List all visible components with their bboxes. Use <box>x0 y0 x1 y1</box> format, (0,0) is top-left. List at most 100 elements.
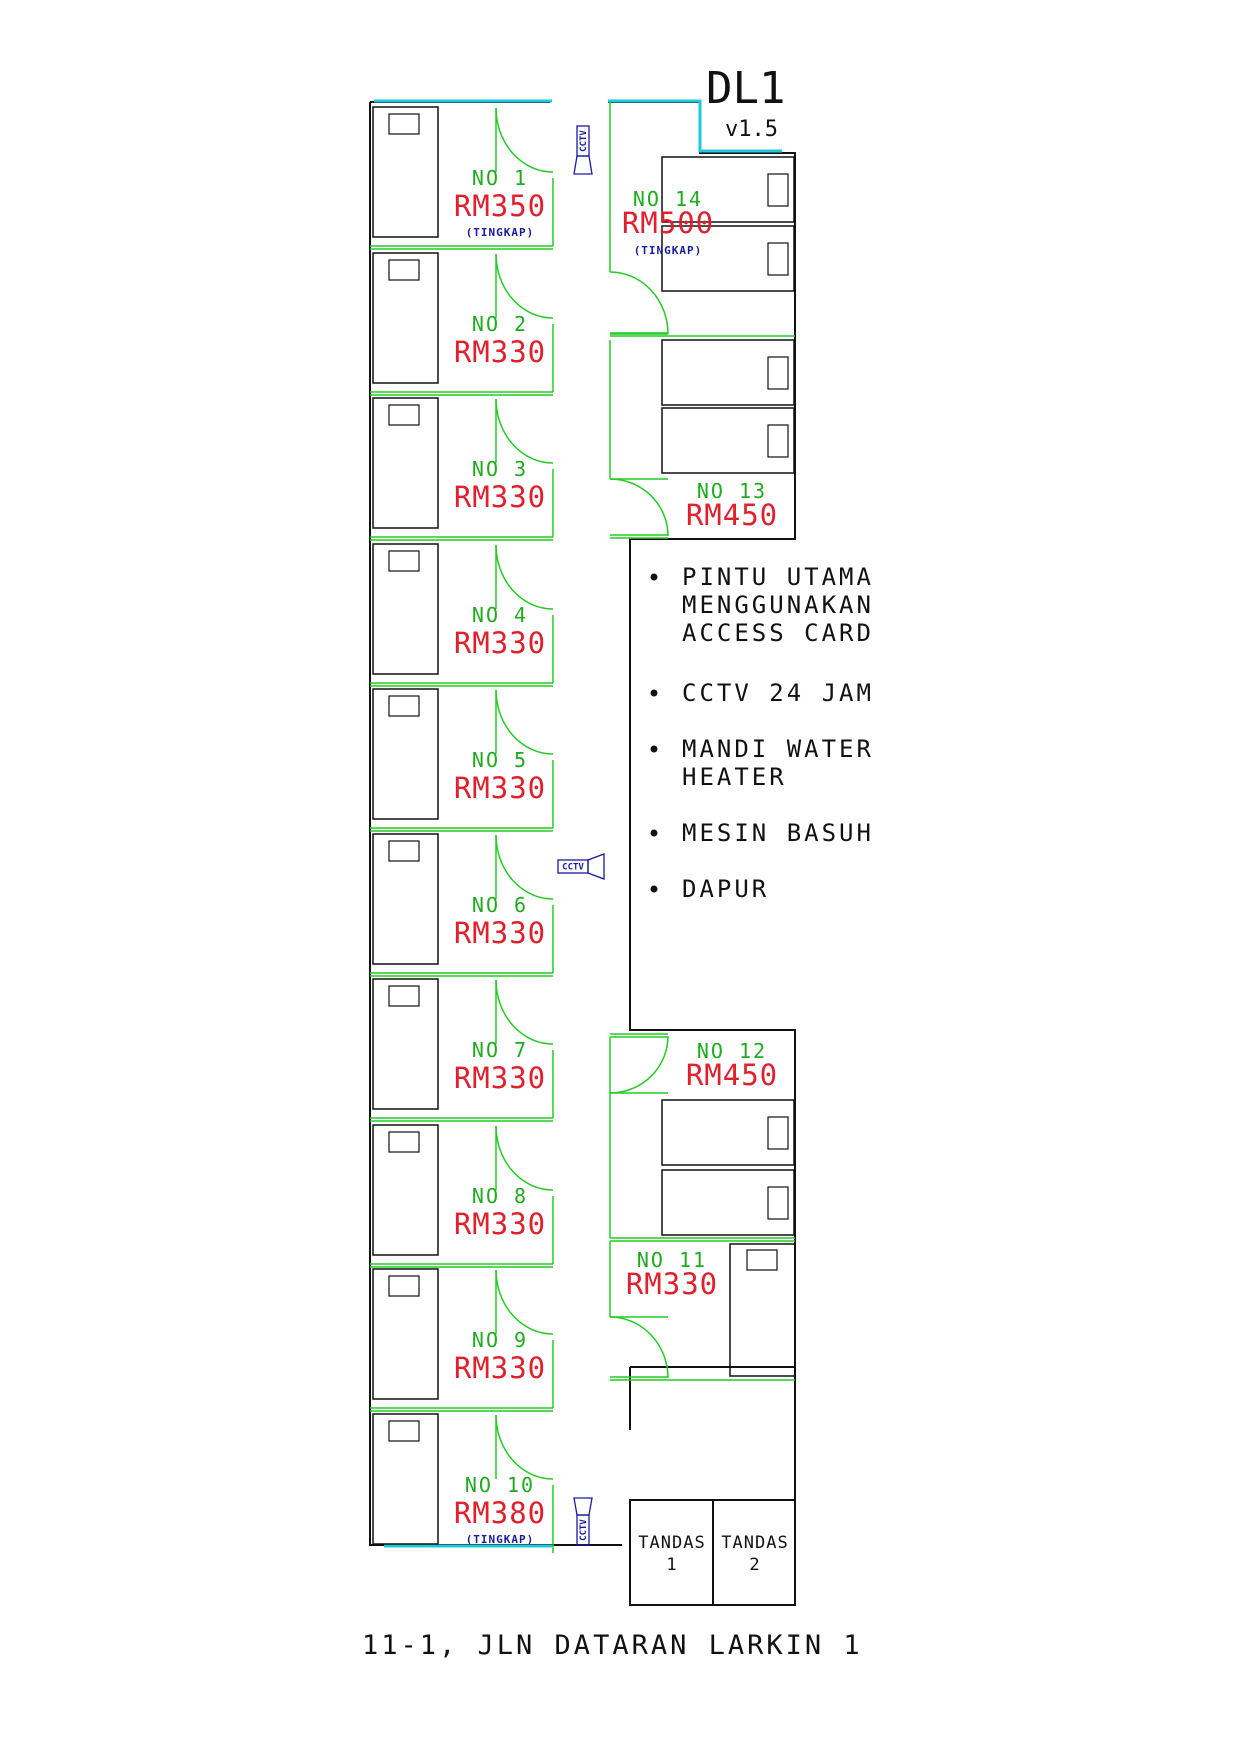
plan-version: v1.5 <box>725 117 778 142</box>
pillow <box>388 985 420 1007</box>
bed <box>661 156 795 223</box>
bed <box>372 1413 439 1545</box>
door-swing <box>495 979 554 1045</box>
room-number: NO 2 <box>472 312 528 336</box>
door-swing <box>495 1125 554 1191</box>
pillow <box>767 424 789 458</box>
room-price: RM500 <box>622 206 714 240</box>
room-price: RM330 <box>454 916 546 950</box>
door-swing <box>609 271 669 335</box>
bed <box>661 1169 795 1236</box>
bed <box>661 1099 795 1166</box>
feature-text: ACCESS CARD <box>682 619 874 647</box>
room-price: RM450 <box>686 498 778 532</box>
pillow <box>388 259 420 281</box>
cctv-camera-icon: CCTV <box>573 125 593 175</box>
room-price: RM330 <box>626 1267 718 1301</box>
cctv-label: CCTV <box>562 863 584 873</box>
room-number: NO 10 <box>465 1473 535 1497</box>
feature-item: CCTV 24 JAM <box>650 679 874 707</box>
room-price: RM350 <box>454 189 546 223</box>
bed <box>372 252 439 384</box>
room-price: RM330 <box>454 1207 546 1241</box>
pillow <box>388 1131 420 1153</box>
room-number: NO 7 <box>472 1038 528 1062</box>
pillow <box>388 1420 420 1442</box>
door-swing <box>495 1269 554 1335</box>
room-price: RM380 <box>454 1496 546 1530</box>
room-window-note: (TINGKAP) <box>466 1533 535 1546</box>
pillow <box>388 113 420 135</box>
bed <box>372 543 439 675</box>
feature-text: MANDI WATER <box>682 735 874 763</box>
bullet-icon <box>650 885 658 893</box>
room-window-note: (TINGKAP) <box>634 244 703 257</box>
bullet-icon <box>650 829 658 837</box>
pillow <box>767 242 789 276</box>
door-swing <box>495 398 554 464</box>
feature-text: DAPUR <box>682 875 769 903</box>
room-number: NO 4 <box>472 603 528 627</box>
feature-text: PINTU UTAMA <box>682 563 874 591</box>
door-swing <box>609 1035 669 1094</box>
bed <box>372 833 439 965</box>
plan-title: DL1 <box>706 63 785 114</box>
address: 11-1, JLN DATARAN LARKIN 1 <box>362 1630 863 1661</box>
pillow <box>388 695 420 717</box>
bullet-icon <box>650 745 658 753</box>
room-number: NO 1 <box>472 166 528 190</box>
feature-text: HEATER <box>682 763 787 791</box>
door-swing <box>495 689 554 755</box>
toilet-1-label: TANDAS <box>638 1533 705 1553</box>
feature-item: MESIN BASUH <box>650 819 874 847</box>
pillow <box>388 840 420 862</box>
door-swing <box>495 544 554 610</box>
room-number: NO 13 <box>697 479 767 503</box>
door-swing <box>609 1316 669 1379</box>
room-price: RM330 <box>454 626 546 660</box>
bed <box>372 397 439 529</box>
room-number: NO 11 <box>637 1248 707 1272</box>
bed <box>372 1124 439 1256</box>
room-price: RM330 <box>454 771 546 805</box>
room-price: RM450 <box>686 1058 778 1092</box>
toilet-2-number: 2 <box>749 1555 760 1575</box>
cctv-label: CCTV <box>579 1519 589 1541</box>
toilet-1-number: 1 <box>666 1555 677 1575</box>
door-swing <box>495 107 554 173</box>
bed <box>661 225 795 292</box>
room-number: NO 8 <box>472 1184 528 1208</box>
door-swing <box>495 1414 554 1480</box>
bed <box>661 407 795 474</box>
room-number: NO 3 <box>472 457 528 481</box>
door-swing <box>495 253 554 319</box>
door-swing <box>495 834 554 900</box>
bullet-icon <box>650 689 658 697</box>
pillow <box>767 356 789 390</box>
room-price: RM330 <box>454 1061 546 1095</box>
pillow <box>388 550 420 572</box>
toilets <box>629 1499 796 1606</box>
feature-text: MESIN BASUH <box>682 819 874 847</box>
toilet-2-label: TANDAS <box>721 1533 788 1553</box>
feature-text: CCTV 24 JAM <box>682 679 874 707</box>
feature-item: DAPUR <box>650 875 769 903</box>
windows <box>374 99 782 1548</box>
